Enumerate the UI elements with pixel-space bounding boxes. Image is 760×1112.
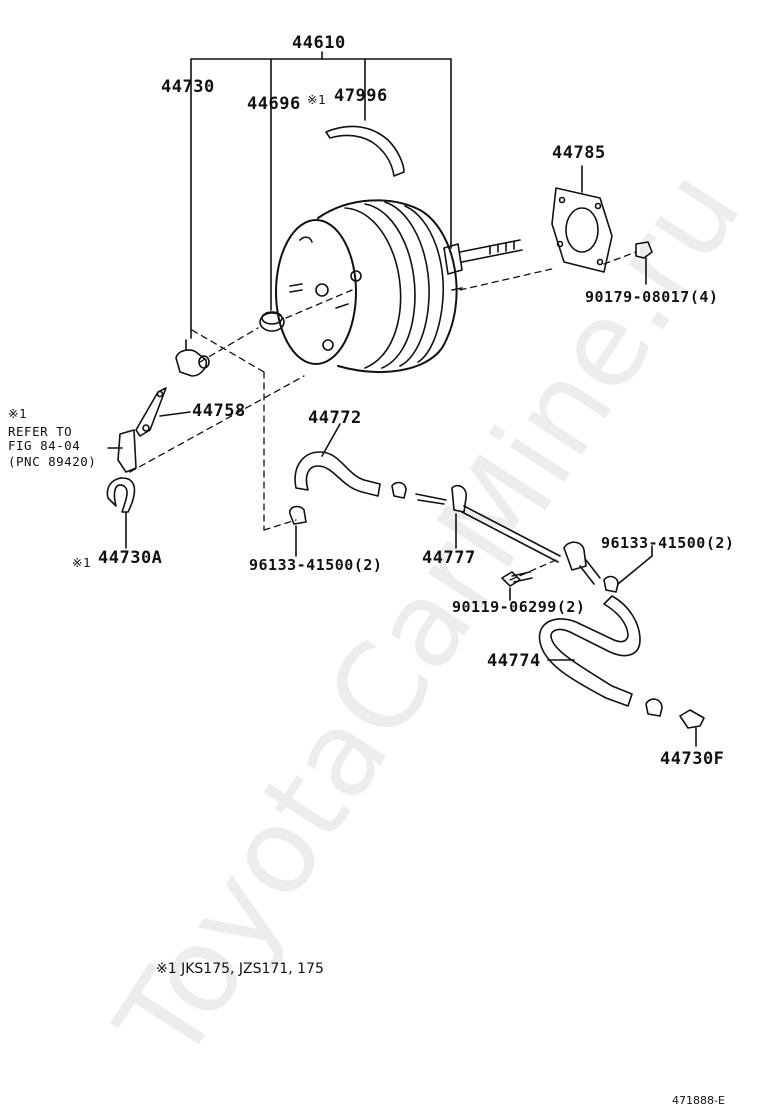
part-label-44758: 44758	[192, 401, 246, 421]
part-label-44774: 44774	[487, 651, 541, 671]
part-label-47996: 47996	[334, 86, 388, 106]
part-label-90179-08017: 90179-08017(4)	[585, 288, 719, 306]
brake-booster-body	[275, 199, 523, 373]
connector-fig-84-04	[107, 429, 137, 473]
diagram-code: 471888-E	[672, 1094, 725, 1107]
seal-47996	[325, 125, 405, 177]
refer-note-line1: REFER TO	[8, 424, 73, 439]
clip-near-44730F	[645, 698, 663, 717]
part-label-90119-06299: 90119-06299(2)	[452, 598, 586, 616]
bracket-44758	[135, 387, 191, 437]
nut-90179-08017	[635, 241, 653, 285]
assembly-bracket-44610	[190, 51, 452, 339]
clip-near-44772	[391, 481, 407, 499]
union-joint	[563, 541, 601, 585]
part-label-44772: 44772	[308, 408, 362, 428]
check-valve-44730	[175, 339, 210, 377]
part-label-44696: 44696	[247, 94, 301, 114]
part-label-44777: 44777	[422, 548, 476, 568]
grommet-44696	[259, 311, 285, 332]
assembly-dashed-lines	[129, 251, 637, 581]
refer-note-line3: (PNC 89420)	[8, 454, 97, 469]
pipe-44777	[415, 484, 561, 563]
part-label-96133-41500-right: 96133-41500(2)	[601, 534, 735, 552]
hose-44772	[294, 423, 381, 497]
part-label-44730: 44730	[161, 77, 215, 97]
clip-96133-left	[289, 505, 307, 557]
part-label-44730F: 44730F	[660, 749, 725, 769]
part-label-44785: 44785	[552, 143, 606, 163]
fitting-44730F	[679, 709, 705, 747]
note-marker-47996: ※1	[307, 92, 326, 107]
part-label-44730A: 44730A	[98, 548, 163, 568]
hose-44774	[538, 595, 641, 707]
refer-note-line2: FIG 84-04	[8, 438, 81, 453]
refer-note-marker: ※1	[8, 406, 27, 421]
part-label-44610: 44610	[292, 33, 346, 53]
part-label-96133-41500-left: 96133-41500(2)	[249, 556, 383, 574]
hose-44730A	[106, 477, 136, 549]
bolt-90119-06299	[501, 571, 533, 601]
clip-96133-right	[603, 545, 653, 593]
footnote: ※1 JKS175, JZS171, 175	[156, 961, 324, 977]
gasket-44785	[551, 165, 613, 273]
note-marker-44730A: ※1	[72, 555, 91, 570]
